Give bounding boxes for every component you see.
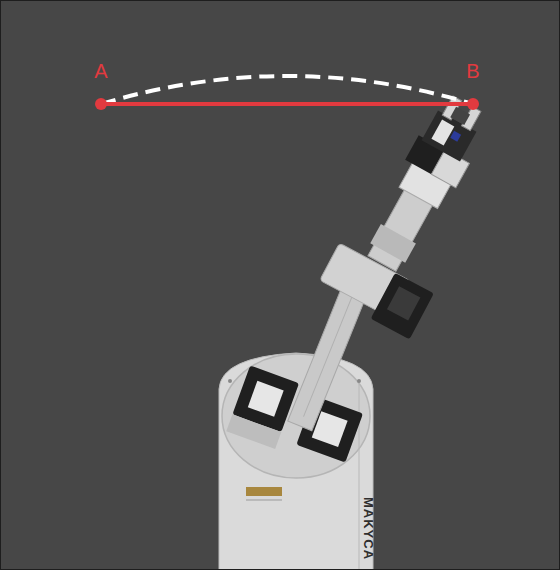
shoulder-bracket	[226, 365, 299, 449]
base-slot-line	[246, 500, 282, 501]
arc-path	[101, 76, 473, 104]
upper-arm	[288, 282, 368, 431]
screw	[357, 379, 361, 383]
point-marker	[467, 98, 479, 110]
point-marker	[95, 98, 107, 110]
point-label: B	[466, 61, 479, 81]
screw	[228, 379, 232, 383]
linear-path	[101, 102, 473, 106]
brand-text: MAKYCA	[363, 496, 376, 559]
robot-base	[219, 353, 373, 570]
point-label: A	[94, 61, 107, 81]
base-slot	[246, 487, 282, 496]
base-edge	[359, 381, 360, 570]
